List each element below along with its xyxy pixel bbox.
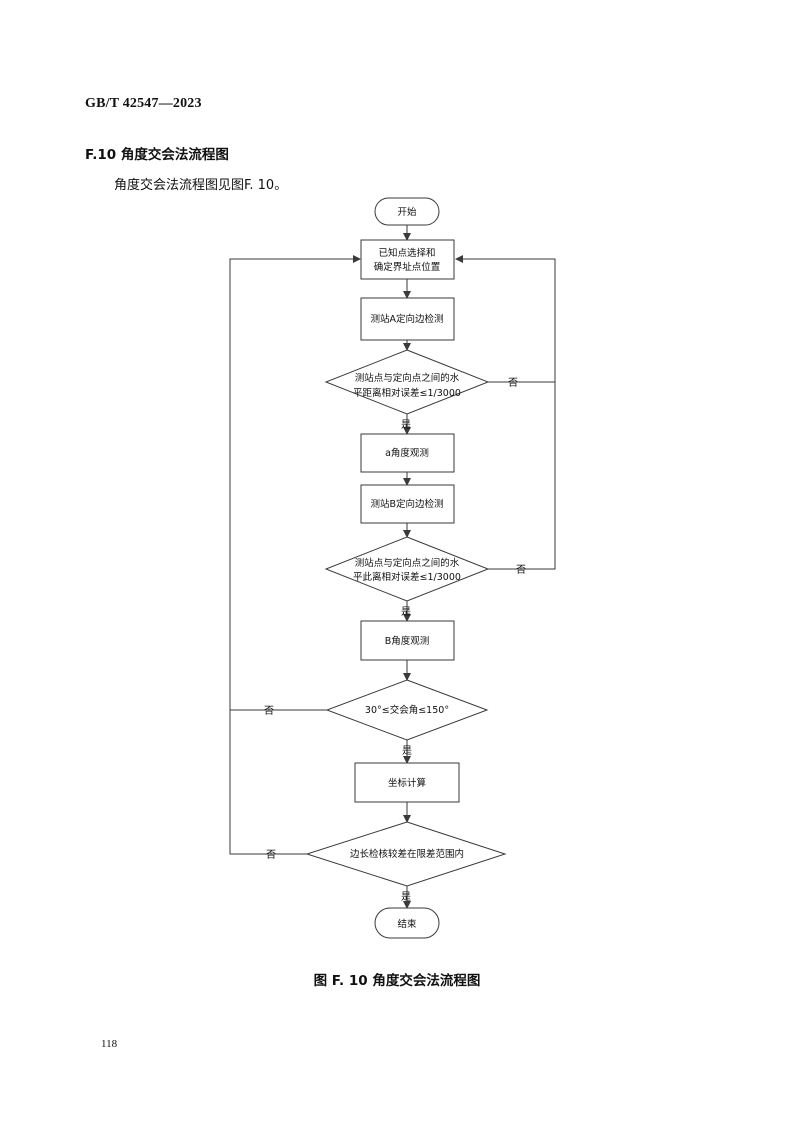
angle-check-decision bbox=[325, 679, 489, 741]
side-check-label: 边长检核较差在限差范围内 bbox=[350, 848, 464, 860]
measure-b-box bbox=[360, 484, 455, 524]
start-label: 开始 bbox=[397, 206, 417, 218]
measure-a-box bbox=[360, 297, 455, 341]
side-check-yes-label: 是 bbox=[401, 891, 411, 903]
check1-yes-label: 是 bbox=[401, 419, 411, 431]
select-points-line1: 已知点选择和 bbox=[378, 247, 435, 259]
start-terminal bbox=[374, 197, 440, 226]
side-check-decision bbox=[305, 821, 507, 887]
loop-left-side-check bbox=[229, 255, 361, 855]
check1-no-label: 否 bbox=[508, 377, 518, 389]
check2-line2: 平此离相对误差≤1/3000 bbox=[353, 571, 461, 583]
page-number: 118 bbox=[101, 1038, 118, 1050]
figure-caption: 图 F. 10 角度交会法流程图 bbox=[313, 973, 481, 989]
angle-check-no-label: 否 bbox=[264, 705, 274, 717]
measure-a-label: 测站A定向边检测 bbox=[371, 313, 444, 325]
coord-calc-label: 坐标计算 bbox=[388, 777, 426, 789]
section-title: F.10 角度交会法流程图 bbox=[85, 147, 229, 163]
standard-number: GB/T 42547—2023 bbox=[85, 96, 202, 111]
check2-line1: 测站点与定向点之间的水 bbox=[355, 557, 460, 569]
obs-b-box bbox=[360, 620, 455, 661]
side-check-no-label: 否 bbox=[266, 849, 276, 861]
obs-b-label: B角度观测 bbox=[385, 635, 430, 647]
intro-text: 角度交会法流程图见图F. 10。 bbox=[114, 178, 288, 193]
loop-right-check2 bbox=[455, 255, 556, 570]
check2-no-label: 否 bbox=[516, 564, 526, 576]
check2-yes-label: 是 bbox=[401, 606, 411, 618]
end-terminal bbox=[374, 907, 440, 939]
select-points-box bbox=[360, 239, 455, 280]
coord-calc-box bbox=[354, 762, 460, 803]
measure-b-label: 测站B定向边检测 bbox=[370, 498, 443, 510]
obs-a-box bbox=[360, 433, 455, 473]
angle-check-label: 30°≤交会角≤150° bbox=[365, 704, 449, 716]
angle-check-yes-label: 是 bbox=[402, 745, 412, 757]
select-points-line2: 确定界址点位置 bbox=[374, 261, 441, 273]
check2-decision bbox=[324, 536, 490, 602]
check1-line1: 测站点与定向点之间的水 bbox=[355, 372, 460, 384]
obs-a-label: a角度观测 bbox=[385, 447, 429, 459]
end-label: 结束 bbox=[397, 918, 417, 930]
check1-line2: 平距离相对误差≤1/3000 bbox=[353, 387, 461, 399]
check1-decision bbox=[324, 349, 490, 415]
